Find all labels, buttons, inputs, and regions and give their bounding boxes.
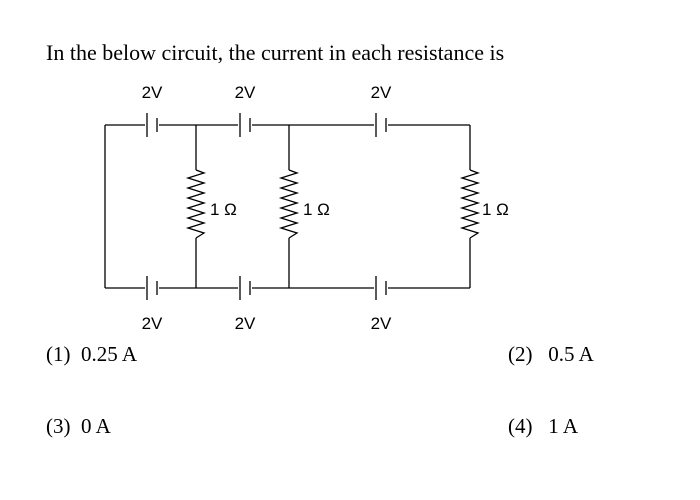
label-resistor-3: 1 Ω	[482, 200, 509, 219]
resistor-1-zigzag	[185, 169, 207, 239]
option-1[interactable]: (1) 0.25 A	[46, 342, 137, 366]
resistor-3-zigzag	[459, 169, 481, 239]
label-battery-bottom-right: 2V	[371, 314, 392, 333]
battery-bottom-left	[146, 276, 158, 300]
battery-top-middle	[239, 113, 251, 137]
battery-top-left	[146, 113, 158, 137]
label-battery-top-right: 2V	[371, 83, 392, 102]
battery-bottom-right	[375, 276, 387, 300]
label-resistor-2: 1 Ω	[303, 200, 330, 219]
label-battery-bottom-left: 2V	[142, 314, 163, 333]
label-battery-top-left: 2V	[142, 83, 163, 102]
option-4[interactable]: (4) 1 A	[508, 414, 578, 438]
label-battery-bottom-middle: 2V	[235, 314, 256, 333]
option-2[interactable]: (2) 0.5 A	[508, 342, 594, 366]
option-3[interactable]: (3) 0 A	[46, 414, 111, 438]
resistor-2-zigzag	[278, 169, 300, 239]
label-battery-top-middle: 2V	[235, 83, 256, 102]
label-resistor-1: 1 Ω	[210, 200, 237, 219]
question-text: In the below circuit, the current in eac…	[46, 40, 505, 65]
battery-top-right	[375, 113, 387, 137]
battery-bottom-middle	[239, 276, 251, 300]
